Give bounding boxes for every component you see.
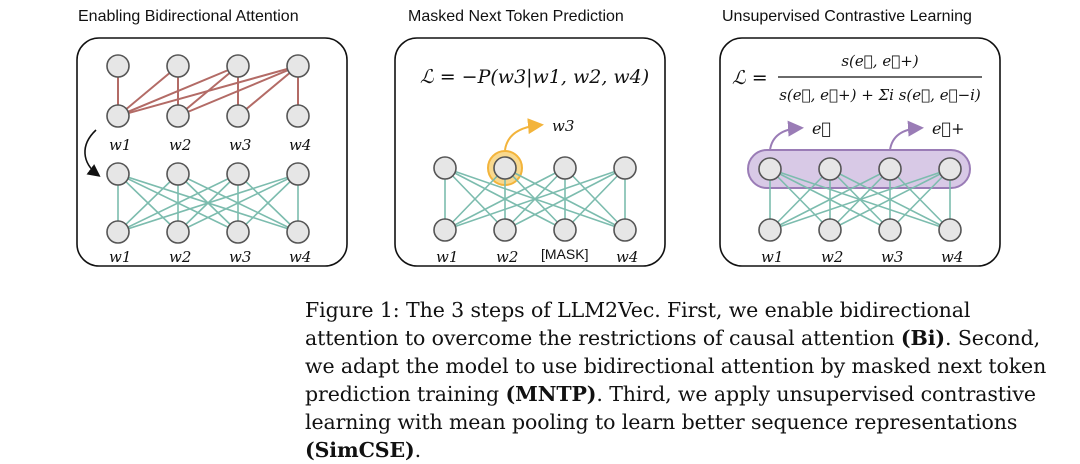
panel-box-mntp (394, 37, 666, 267)
mntp-formula: ℒ = −P(w3|w1, w2, w4) (420, 66, 649, 88)
caption-bold-bi: (Bi) (900, 326, 946, 350)
token-label: w4 (616, 248, 638, 266)
token-label: w2 (496, 248, 518, 266)
mntp-token-labels: w1 w2 [MASK] w4 (436, 246, 638, 266)
bidir-nodes-bi (106, 162, 310, 244)
token-label: w1 (436, 248, 458, 266)
embedding-arrow-icon (769, 120, 804, 151)
token-label: w4 (289, 248, 311, 266)
prediction-arrow-icon (504, 118, 544, 151)
token-label: w1 (109, 248, 131, 266)
causal-nodes (106, 54, 310, 128)
causal-token-labels: w1 w2 w3 w4 (109, 136, 311, 154)
bidir-edges-mntp (444, 167, 626, 231)
positive-embedding-label: e⃗+ (932, 119, 964, 138)
causal-attention-edges (117, 65, 299, 117)
embedding-label: e⃗ (812, 119, 831, 138)
panel-box-simcse (719, 37, 1001, 267)
caption-bold-mntp: (MNTP) (505, 382, 597, 406)
panel-box-bi (76, 37, 348, 267)
token-label: w1 (761, 248, 783, 266)
curved-arrow-icon (84, 129, 101, 177)
token-label: w2 (169, 136, 191, 154)
token-label: w3 (229, 136, 251, 154)
caption-text: Figure 1: The 3 steps of LLM2Vec. First,… (305, 298, 971, 350)
mask-token-label: [MASK] (541, 246, 588, 262)
bidir-nodes-simcse (758, 157, 962, 242)
simcse-token-labels: w1 w2 w3 w4 (761, 248, 963, 266)
simcse-formula-numerator: s(e⃗, e⃗+) (841, 52, 918, 70)
token-label: w3 (881, 248, 903, 266)
bidir-edges-bi (117, 173, 299, 233)
simcse-formula-lhs: ℒ = (732, 67, 768, 89)
positive-embedding-arrow-icon (889, 120, 924, 151)
caption-bold-simcse: (SimCSE) (305, 438, 415, 462)
panel-title-bi: Enabling Bidirectional Attention (78, 8, 299, 25)
bidir-edges-simcse (769, 168, 951, 231)
token-label: w2 (821, 248, 843, 266)
bi-bottom-token-labels: w1 w2 w3 w4 (109, 248, 311, 266)
figure-diagram: w1 w2 w3 w4 w1 w2 w3 w4 ℒ = −P(w3|w1, w2… (76, 37, 1001, 267)
token-label: w2 (169, 248, 191, 266)
token-label: w4 (941, 248, 963, 266)
caption-text: . Second, we adapt the model to use bidi… (305, 326, 1047, 406)
bidir-nodes-mntp (433, 156, 637, 242)
token-label: w3 (229, 248, 251, 266)
caption-text: . (414, 438, 422, 462)
panel-title-simcse: Unsupervised Contrastive Learning (722, 8, 972, 25)
predicted-token-label: w3 (552, 117, 574, 135)
simcse-formula-denominator: s(e⃗, e⃗+) + Σi s(e⃗, e⃗−i) (779, 86, 981, 104)
figure-caption: Figure 1: The 3 steps of LLM2Vec. First,… (305, 296, 1065, 464)
panel-title-mntp: Masked Next Token Prediction (408, 8, 624, 25)
token-label: w4 (289, 136, 311, 154)
token-label: w1 (109, 136, 131, 154)
mean-pooling-pill (747, 149, 971, 189)
